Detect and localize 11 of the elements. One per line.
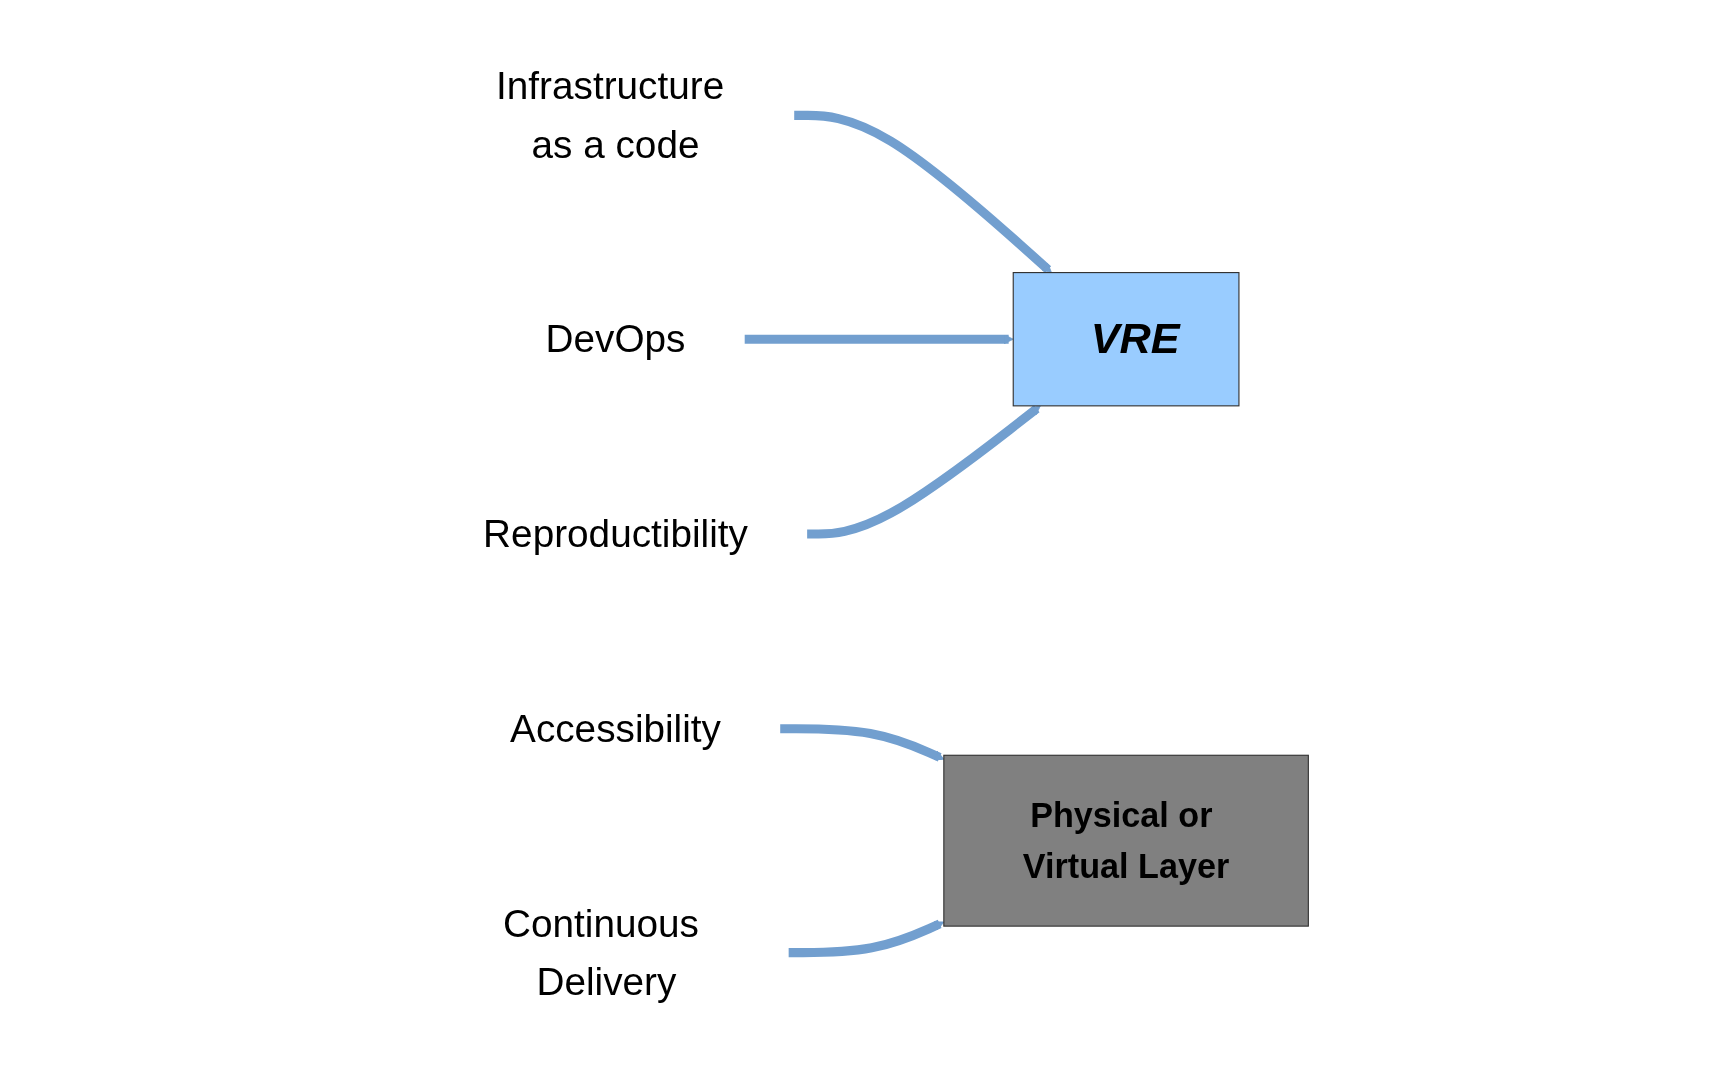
- arrow: [806, 404, 1041, 539]
- node-box: VRE: [1012, 271, 1239, 406]
- node-text: DevOps: [545, 316, 685, 360]
- node-text: Accessibility: [509, 706, 721, 750]
- node-box: Physical or Virtual Layer: [942, 754, 1309, 927]
- node-text: Continuous Delivery: [502, 900, 699, 1003]
- arrow: [779, 723, 944, 762]
- arrow: [793, 110, 1052, 273]
- node-text: Infrastructure as a code: [495, 63, 724, 165]
- node-text: Reproductibility: [482, 511, 748, 555]
- arrow: [788, 919, 944, 957]
